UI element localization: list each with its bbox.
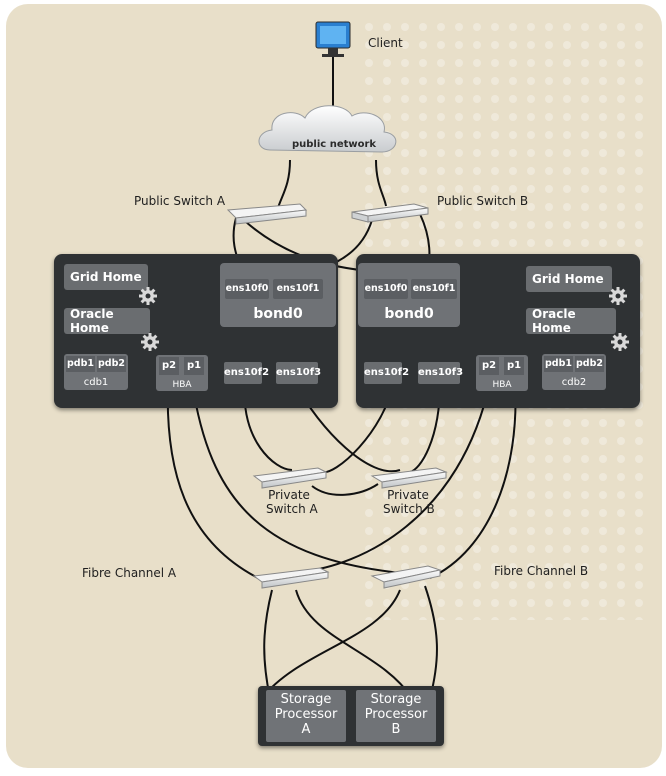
hba-label-2: HBA xyxy=(492,380,512,390)
public-switch-a-icon xyxy=(226,203,308,225)
hba-label-1: HBA xyxy=(172,380,192,390)
bond0-box-2: ens10f0 ens10f1 bond0 xyxy=(358,263,460,327)
public-switch-b-label: Public Switch B xyxy=(437,194,529,208)
hba-port-p1-2: p1 xyxy=(504,357,524,375)
grid-home-2: Grid Home xyxy=(526,266,612,292)
client-label: Client xyxy=(368,36,403,50)
link-s1-p2-fca xyxy=(166,381,259,579)
server-node-1: Grid Home Oracle Home ens10f0 ens10f1 bo… xyxy=(54,254,338,408)
storage-processor-a-line1: Storage xyxy=(280,692,332,707)
gear-icon xyxy=(139,287,157,305)
private-switch-b-line2: Switch B xyxy=(383,502,435,516)
storage-array: Storage Processor A Storage Processor B xyxy=(258,686,444,746)
private-switch-b-label: Private Switch B xyxy=(383,488,435,516)
gear-icon xyxy=(609,287,627,305)
hba-2: p2 p1 HBA xyxy=(476,355,528,391)
link-fca-spb xyxy=(295,589,413,699)
fibre-channel-b-label: Fibre Channel B xyxy=(494,564,589,578)
private-switch-b-line1: Private xyxy=(387,488,429,502)
cdb1-label: cdb1 xyxy=(83,377,109,388)
storage-processor-b: Storage Processor B xyxy=(356,690,436,742)
cdb1-box: pdb1 pdb2 cdb1 xyxy=(64,354,128,390)
port-ens10f3-2: ens10f3 xyxy=(418,362,463,384)
hba-port-p2-2: p2 xyxy=(479,357,499,375)
server-node-2: ens10f0 ens10f1 bond0 Grid Home Oracle H… xyxy=(356,254,640,408)
grid-home-1: Grid Home xyxy=(64,264,148,290)
public-switch-b-icon xyxy=(351,203,429,223)
public-network-cloud-icon xyxy=(258,105,397,153)
fibre-channel-a-switch-icon xyxy=(252,567,330,589)
pdb1-2: pdb1 xyxy=(544,356,573,372)
public-network-label: public network xyxy=(292,139,377,150)
nic-ens10f1-1: ens10f1 xyxy=(273,279,323,299)
storage-processor-b-line1: Storage xyxy=(370,692,422,707)
port-ens10f2-2: ens10f2 xyxy=(364,362,409,384)
fibre-channel-a-label: Fibre Channel A xyxy=(82,566,177,580)
cdb2-label: cdb2 xyxy=(561,377,587,388)
port-ens10f2-1: ens10f2 xyxy=(224,362,269,384)
storage-processor-b-line2: Processor xyxy=(364,707,428,722)
link-s2-p2-fca xyxy=(299,381,491,573)
link-fcb-spa xyxy=(261,589,401,699)
private-switch-a-icon xyxy=(252,467,328,489)
bond0-label-1: bond0 xyxy=(253,306,303,322)
nic-ens10f0-1: ens10f0 xyxy=(225,279,269,299)
link-privA-privB xyxy=(311,483,379,496)
storage-processor-a: Storage Processor A xyxy=(266,690,346,742)
nic-ens10f0-2: ens10f0 xyxy=(364,279,408,299)
private-switch-a-label: Private Switch A xyxy=(266,488,318,516)
gear-icon xyxy=(611,333,629,351)
pdb1-1: pdb1 xyxy=(66,356,95,372)
hba-port-p1-1: p1 xyxy=(184,357,204,375)
storage-processor-a-line2: Processor xyxy=(274,707,338,722)
private-switch-a-line2: Switch A xyxy=(266,502,318,516)
private-switch-a-line1: Private xyxy=(268,488,310,502)
link-cloud-switch-b xyxy=(375,159,387,207)
link-cloud-switch-a xyxy=(277,159,291,209)
bond0-box-1: ens10f0 ens10f1 bond0 xyxy=(220,263,336,327)
oracle-home-1: Oracle Home xyxy=(64,307,150,335)
pdb2-1: pdb2 xyxy=(97,356,126,372)
storage-processor-a-line3: A xyxy=(301,722,311,737)
public-switch-a-label: Public Switch A xyxy=(134,194,226,208)
cdb2-box: pdb1 pdb2 cdb2 xyxy=(542,354,606,390)
oracle-home-2: Oracle Home xyxy=(526,307,616,335)
fibre-channel-b-switch-icon xyxy=(370,565,442,589)
client-monitor-icon xyxy=(315,21,351,57)
storage-processor-b-line3: B xyxy=(391,722,401,737)
bond0-label-2: bond0 xyxy=(384,306,434,322)
link-s1-p1-fcb xyxy=(191,381,411,575)
nic-ens10f1-2: ens10f1 xyxy=(411,279,457,299)
pdb2-2: pdb2 xyxy=(575,356,604,372)
port-ens10f3-1: ens10f3 xyxy=(276,362,321,384)
link-s2-p1-fcb xyxy=(429,381,517,579)
hba-port-p2-1: p2 xyxy=(159,357,179,375)
gear-icon xyxy=(141,333,159,351)
private-switch-b-icon xyxy=(370,467,448,489)
hba-1: p2 p1 HBA xyxy=(156,355,208,391)
